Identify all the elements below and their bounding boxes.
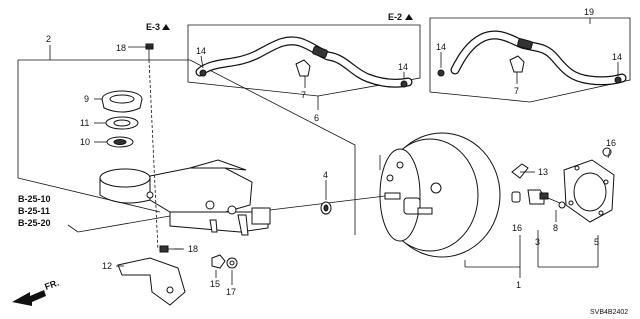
master-cylinder-frame <box>17 45 356 235</box>
check-valve <box>511 163 566 209</box>
bolt-top <box>145 43 159 251</box>
nut <box>211 254 226 269</box>
callout-16b: 16 <box>606 138 616 148</box>
callout-numbers: 1 2 3 4 5 6 7 7 8 9 10 11 12 13 14 14 14… <box>46 7 622 297</box>
callout-2: 2 <box>46 34 51 44</box>
washer <box>226 257 238 269</box>
front-arrow-icon <box>12 290 46 306</box>
callout-1: 1 <box>516 280 521 290</box>
reference-e2: E-2 <box>388 12 413 22</box>
hose-box-left <box>187 24 421 110</box>
callout-14d: 14 <box>612 52 622 62</box>
leader-lines <box>17 46 619 285</box>
callout-15: 15 <box>210 279 220 289</box>
master-cylinder <box>99 159 271 236</box>
front-direction-indicator: FR. <box>12 278 60 306</box>
callout-14a: 14 <box>196 46 206 56</box>
ref-b-25-11: B-25-11 <box>18 206 50 216</box>
ref-e2-label: E-2 <box>388 12 402 22</box>
hose-box-right <box>429 17 631 103</box>
b-references: B-25-10 B-25-11 B-25-20 <box>18 194 51 228</box>
callout-10: 10 <box>80 137 90 147</box>
callout-11: 11 <box>80 118 89 128</box>
callout-8: 8 <box>553 223 558 233</box>
callout-5: 5 <box>594 237 599 247</box>
grommet <box>320 201 332 215</box>
callout-19: 19 <box>584 7 594 17</box>
reservoir-filter <box>105 116 139 130</box>
callout-12: 12 <box>102 261 112 271</box>
callout-17: 17 <box>226 287 236 297</box>
vacuum-hose-left <box>195 36 413 88</box>
ref-b-25-10: B-25-10 <box>18 194 51 204</box>
callout-6: 6 <box>314 113 319 123</box>
arrow-up-icon <box>405 14 413 20</box>
callout-9: 9 <box>84 94 89 104</box>
callout-7b: 7 <box>514 86 519 96</box>
reservoir-cap <box>101 90 143 113</box>
vacuum-hose-right <box>437 30 627 86</box>
callout-16a: 16 <box>512 223 522 233</box>
diagram-code: SVB4B2402 <box>590 309 628 316</box>
booster-gasket <box>563 147 615 223</box>
ref-e3-label: E-3 <box>146 22 160 32</box>
reference-e3: E-3 <box>146 22 170 32</box>
front-label: FR. <box>43 278 60 292</box>
callout-18a: 18 <box>116 43 126 53</box>
callout-14b: 14 <box>398 62 408 72</box>
ref-b-25-20: B-25-20 <box>18 218 51 228</box>
mounting-bracket <box>117 257 186 306</box>
callout-3: 3 <box>535 237 540 247</box>
callout-7a: 7 <box>301 90 306 100</box>
callout-4: 4 <box>323 170 328 180</box>
callout-14c: 14 <box>436 42 446 52</box>
reservoir-seal <box>106 136 134 148</box>
brake-booster <box>269 132 501 258</box>
callout-13: 13 <box>538 167 548 177</box>
arrow-up-icon <box>162 24 170 30</box>
callout-18b: 18 <box>188 244 198 254</box>
